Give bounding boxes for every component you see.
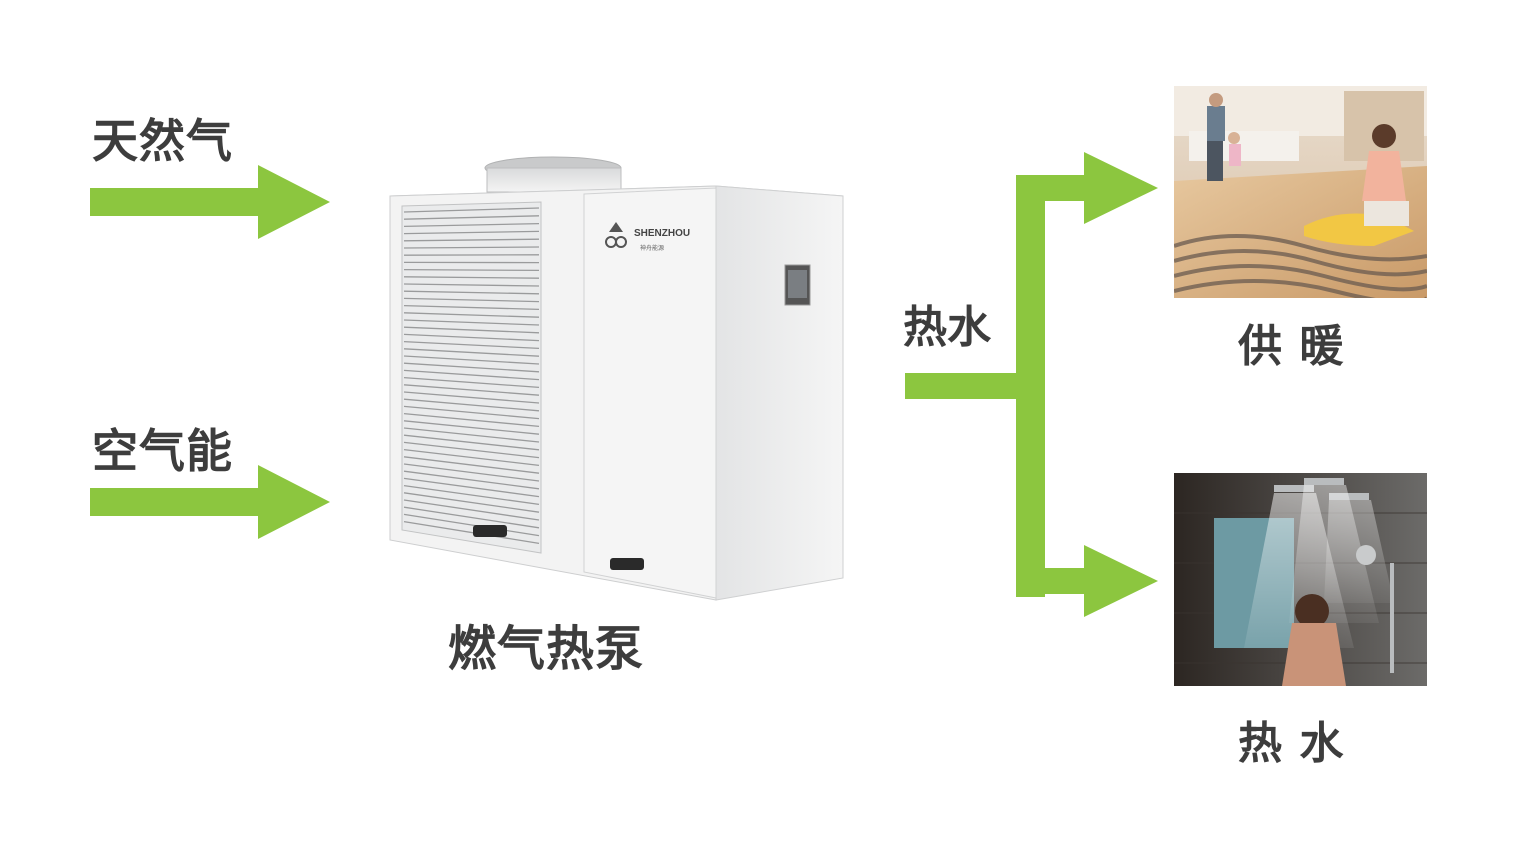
louver-slat <box>403 405 540 420</box>
louver-slat <box>403 355 540 365</box>
louver-slat <box>403 477 540 498</box>
shenzhou-logo-icon <box>605 222 627 248</box>
output-hot-water-label: 热水 <box>903 302 991 353</box>
handle-left <box>473 525 507 537</box>
louver-slat <box>403 238 540 242</box>
brand-name-cn: 神舟能源 <box>640 244 664 252</box>
louver-slat <box>403 499 540 521</box>
louver-slat <box>403 326 540 334</box>
input-air-energy-label: 空气能 <box>92 424 233 478</box>
hot-water-use-label: 热 水 <box>1238 718 1345 769</box>
louver-slat <box>403 434 540 451</box>
louver-slat <box>403 463 540 482</box>
louver-slat <box>403 427 540 443</box>
unit-side-panel <box>715 185 844 601</box>
output-branch-lower <box>1016 568 1086 594</box>
input-natural-gas-label: 天然气 <box>92 114 233 168</box>
louver-slat <box>403 492 540 513</box>
floor-heating-illustration <box>1174 86 1427 298</box>
louver-slat <box>403 412 540 428</box>
louver-slat <box>403 448 540 467</box>
heating-label: 供 暖 <box>1238 321 1345 372</box>
louver-slat <box>403 304 540 311</box>
louver-slat <box>403 456 540 474</box>
input-arrow-air-energy <box>90 465 330 539</box>
louver-slat <box>403 207 540 213</box>
output-branch-upper <box>1016 175 1086 201</box>
output-arrowhead-lower <box>1084 545 1158 617</box>
louver-slat <box>403 319 540 326</box>
brand-name: SHENZHOU <box>634 228 690 239</box>
louver-slat <box>403 268 540 272</box>
input-arrow-natural-gas <box>90 165 330 239</box>
product-name-label: 燃气热泵 <box>448 621 645 677</box>
shower-illustration <box>1174 473 1427 686</box>
shower-photo <box>1174 473 1427 686</box>
louver-slat <box>403 312 540 318</box>
louver-slat <box>403 290 540 295</box>
floor-heating-photo <box>1174 86 1427 298</box>
louver-slat <box>403 398 540 412</box>
louver-slat <box>403 506 540 529</box>
louver-slat <box>403 520 540 545</box>
output-vertical-bar <box>1016 175 1045 597</box>
louver-slat <box>403 384 540 396</box>
louver-slat <box>403 348 540 357</box>
louver-slat <box>403 369 540 381</box>
louver-slat <box>403 283 540 287</box>
output-arrowhead-upper <box>1084 152 1158 224</box>
louver-slat <box>403 276 540 279</box>
louver-slat <box>403 420 540 435</box>
louver-slat <box>403 333 540 342</box>
louver-slat <box>403 362 540 373</box>
louver-slat <box>403 230 540 235</box>
louver-slat <box>403 215 540 220</box>
louver-slat <box>403 513 540 537</box>
handle-right <box>610 558 644 570</box>
louver-slat <box>403 484 540 506</box>
louver-slat <box>403 470 540 490</box>
louver-slat <box>403 246 540 249</box>
louver-slat <box>403 340 540 350</box>
louver-slat <box>403 297 540 303</box>
louver-slat <box>403 376 540 389</box>
louver-slat <box>403 222 540 228</box>
louver-slat <box>403 441 540 459</box>
louver-slat <box>403 391 540 404</box>
louver-grille <box>403 207 540 545</box>
